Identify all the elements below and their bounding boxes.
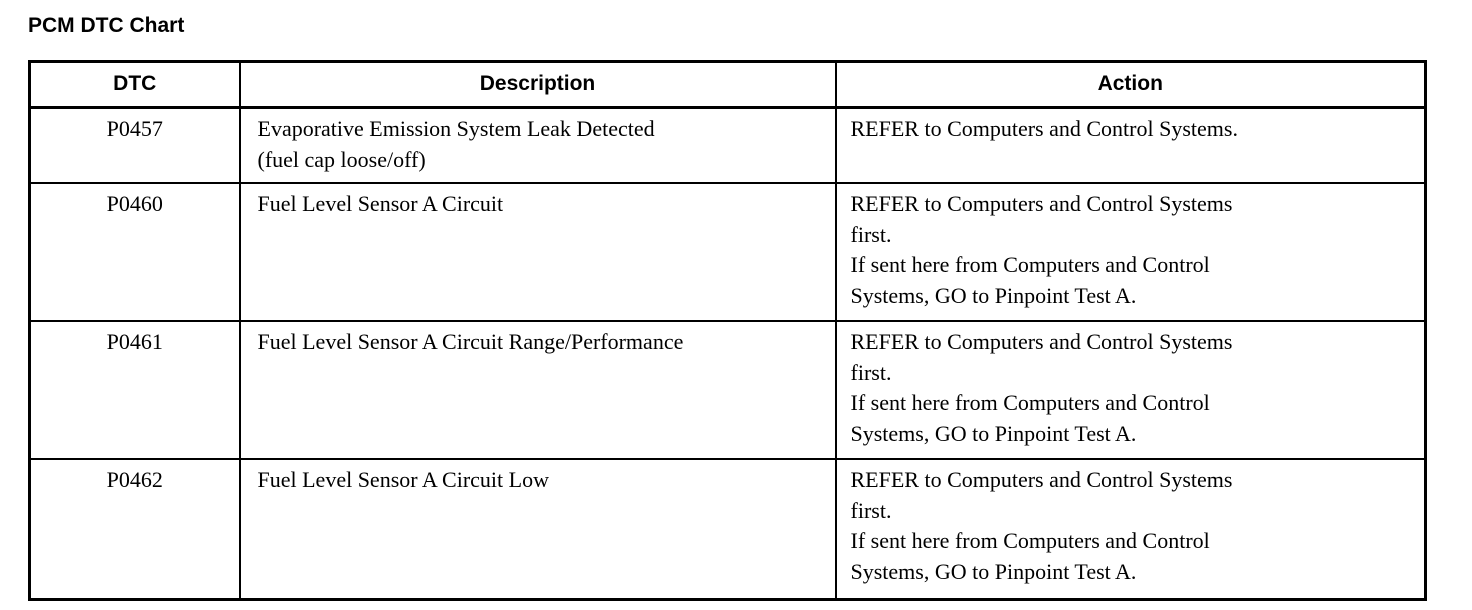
description-line: Evaporative Emission System Leak Detecte… bbox=[257, 116, 655, 141]
table-row: P0462 Fuel Level Sensor A Circuit Low RE… bbox=[29, 458, 1426, 600]
cell-dtc-code: P0461 bbox=[29, 320, 241, 459]
cell-description: Evaporative Emission System Leak Detecte… bbox=[239, 107, 837, 183]
cell-action: REFER to Computers and Control Systems f… bbox=[835, 182, 1426, 321]
table-body: P0457 Evaporative Emission System Leak D… bbox=[29, 107, 1426, 600]
cell-action: REFER to Computers and Control Systems. bbox=[835, 107, 1426, 183]
description-line: Fuel Level Sensor A Circuit Range/Perfor… bbox=[257, 329, 684, 354]
action-line: first. bbox=[850, 221, 892, 247]
table-header: DTC Description Action bbox=[29, 61, 1426, 109]
page-title: PCM DTC Chart bbox=[28, 14, 185, 37]
description-line: Fuel Level Sensor A Circuit bbox=[257, 191, 504, 216]
table-header-row: DTC Description Action bbox=[29, 61, 1426, 109]
column-header-dtc: DTC bbox=[29, 61, 241, 109]
action-line: first. bbox=[850, 497, 892, 523]
action-line: Systems, GO to Pinpoint Test A. bbox=[850, 420, 1137, 446]
description-line: Fuel Level Sensor A Circuit Low bbox=[257, 467, 549, 492]
action-line: REFER to Computers and Control Systems bbox=[850, 467, 1233, 492]
action-line: REFER to Computers and Control Systems bbox=[850, 329, 1233, 354]
description-line: (fuel cap loose/off) bbox=[257, 146, 426, 172]
action-line: REFER to Computers and Control Systems bbox=[850, 191, 1233, 216]
column-header-action: Action bbox=[835, 61, 1426, 109]
column-header-description: Description bbox=[239, 61, 837, 109]
cell-description: Fuel Level Sensor A Circuit Low bbox=[239, 458, 837, 600]
cell-dtc-code: P0462 bbox=[29, 458, 241, 600]
table-row: P0460 Fuel Level Sensor A Circuit REFER … bbox=[29, 182, 1426, 321]
dtc-chart-table: DTC Description Action P0457 Evaporative… bbox=[28, 60, 1427, 601]
cell-dtc-code: P0460 bbox=[29, 182, 241, 321]
table-row: P0457 Evaporative Emission System Leak D… bbox=[29, 107, 1426, 183]
table-row: P0461 Fuel Level Sensor A Circuit Range/… bbox=[29, 320, 1426, 459]
action-line: REFER to Computers and Control Systems. bbox=[850, 116, 1238, 141]
action-line: Systems, GO to Pinpoint Test A. bbox=[850, 282, 1137, 308]
cell-action: REFER to Computers and Control Systems f… bbox=[835, 320, 1426, 459]
cell-action: REFER to Computers and Control Systems f… bbox=[835, 458, 1426, 600]
action-line: If sent here from Computers and Control bbox=[850, 390, 1210, 415]
action-line: first. bbox=[850, 359, 892, 385]
cell-description: Fuel Level Sensor A Circuit bbox=[239, 182, 837, 321]
action-line: Systems, GO to Pinpoint Test A. bbox=[850, 558, 1137, 584]
cell-dtc-code: P0457 bbox=[29, 107, 241, 183]
cell-description: Fuel Level Sensor A Circuit Range/Perfor… bbox=[239, 320, 837, 459]
action-line: If sent here from Computers and Control bbox=[850, 252, 1210, 277]
dtc-chart-table-container: DTC Description Action P0457 Evaporative… bbox=[28, 60, 1427, 601]
action-line: If sent here from Computers and Control bbox=[850, 528, 1210, 553]
